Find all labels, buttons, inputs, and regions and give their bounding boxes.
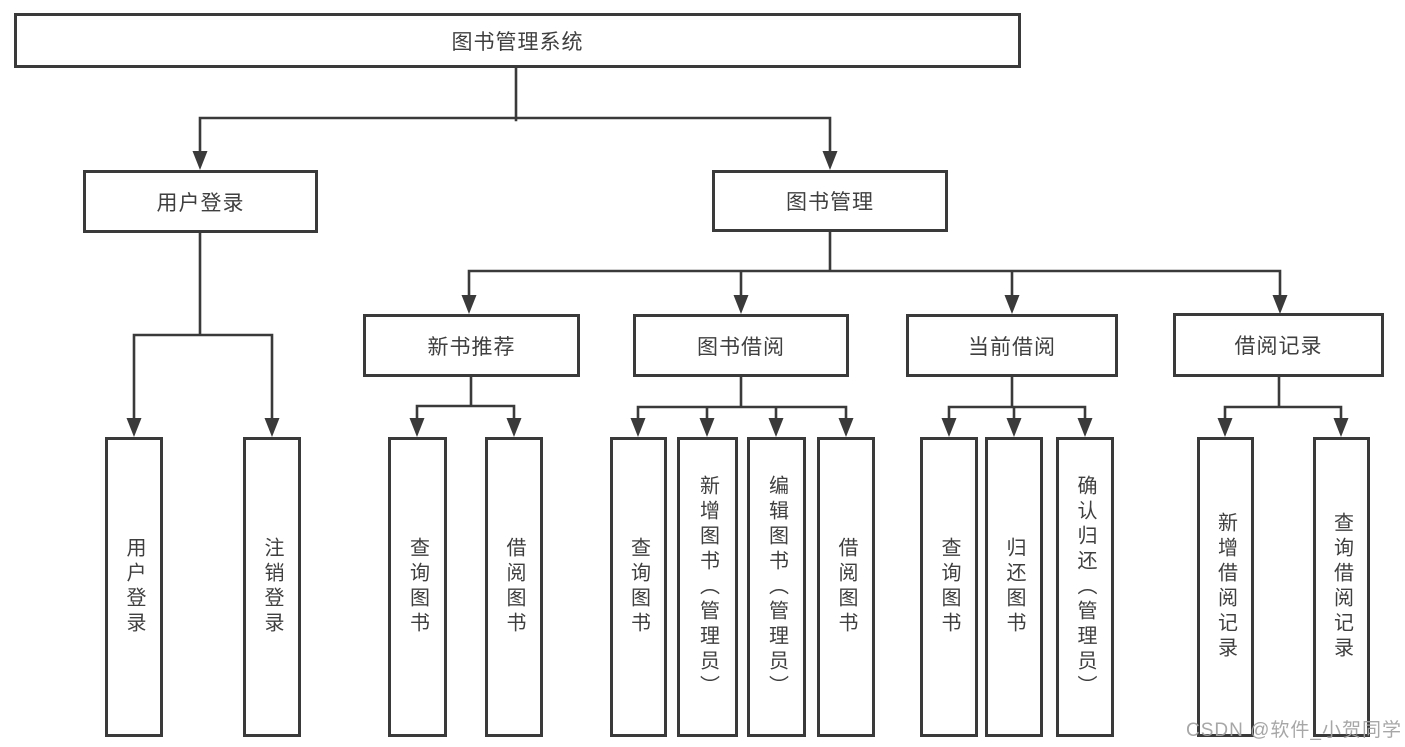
leaf-records-add-record-label: 新增借阅记录	[1214, 512, 1237, 662]
node-user-login-label: 用户登录	[156, 191, 245, 215]
leaf-recommend-borrow-book: 借阅图书	[485, 437, 543, 737]
node-book-borrow: 图书借阅	[633, 314, 849, 377]
leaf-current-return-book: 归还图书	[985, 437, 1043, 737]
node-new-book-recommend: 新书推荐	[363, 314, 580, 377]
node-current-borrow: 当前借阅	[906, 314, 1118, 377]
leaf-recommend-query-book-label: 查询图书	[406, 537, 429, 637]
leaf-borrow-borrow-book: 借阅图书	[817, 437, 875, 737]
node-root: 图书管理系统	[14, 13, 1021, 68]
leaf-logout: 注销登录	[243, 437, 301, 737]
leaf-current-confirm-return-admin-label: 确认归还（管理员）	[1074, 474, 1096, 700]
leaf-borrow-add-book-admin: 新增图书（管理员）	[677, 437, 738, 737]
node-root-label: 图书管理系统	[451, 30, 584, 54]
node-book-management: 图书管理	[712, 170, 948, 232]
leaf-borrow-query-book: 查询图书	[610, 437, 667, 737]
leaf-borrow-edit-book-admin: 编辑图书（管理员）	[747, 437, 806, 737]
leaf-borrow-edit-book-admin-label: 编辑图书（管理员）	[765, 474, 788, 700]
watermark-text: CSDN @软件_小贺同学	[1186, 720, 1402, 741]
leaf-recommend-borrow-book-label: 借阅图书	[503, 537, 525, 637]
leaf-current-return-book-label: 归还图书	[1003, 537, 1025, 637]
node-current-borrow-label: 当前借阅	[968, 335, 1056, 359]
leaf-current-query-book-label: 查询图书	[938, 537, 960, 637]
node-new-book-recommend-label: 新书推荐	[427, 335, 516, 359]
node-borrow-records: 借阅记录	[1173, 313, 1384, 377]
leaf-recommend-query-book: 查询图书	[388, 437, 447, 737]
leaf-records-add-record: 新增借阅记录	[1197, 437, 1254, 737]
leaf-borrow-query-book-label: 查询图书	[627, 537, 650, 637]
leaf-records-query-record-label: 查询借阅记录	[1330, 512, 1353, 662]
node-book-borrow-label: 图书借阅	[697, 335, 785, 359]
node-user-login: 用户登录	[83, 170, 318, 233]
leaf-borrow-add-book-admin-label: 新增图书（管理员）	[696, 474, 719, 700]
node-book-management-label: 图书管理	[786, 191, 874, 214]
leaf-current-query-book: 查询图书	[920, 437, 978, 737]
leaf-logout-label: 注销登录	[261, 537, 283, 637]
leaf-borrow-borrow-book-label: 借阅图书	[835, 537, 857, 637]
leaf-records-query-record: 查询借阅记录	[1313, 437, 1370, 737]
leaf-user-login: 用户登录	[105, 437, 163, 737]
leaf-user-login-label: 用户登录	[123, 537, 145, 637]
leaf-current-confirm-return-admin: 确认归还（管理员）	[1056, 437, 1114, 737]
node-borrow-records-label: 借阅记录	[1234, 335, 1323, 358]
